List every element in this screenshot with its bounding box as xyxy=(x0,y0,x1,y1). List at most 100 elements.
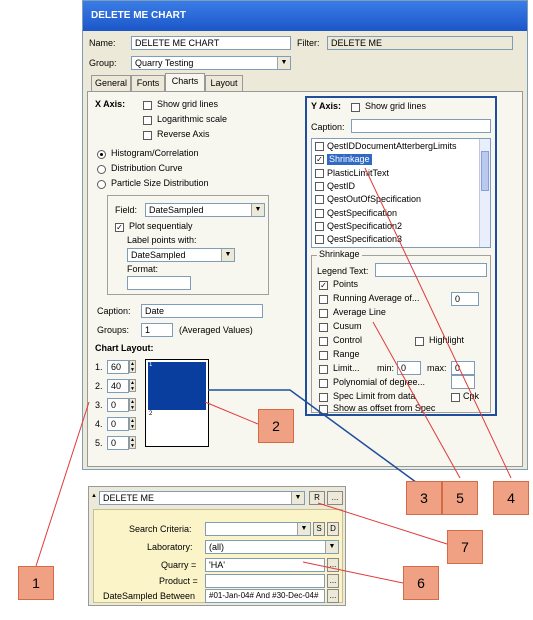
list-item[interactable]: PlasticLimitText xyxy=(312,167,490,180)
spinner-icon[interactable]: ▲▼ xyxy=(129,398,136,411)
cusum-checkbox[interactable] xyxy=(319,323,328,332)
layout-row-input[interactable]: 0 xyxy=(107,436,129,450)
limit-checkbox[interactable] xyxy=(319,365,328,374)
list-item-checkbox[interactable] xyxy=(315,208,324,218)
scrollbar-thumb[interactable] xyxy=(481,151,489,191)
layout-row-input[interactable]: 0 xyxy=(107,417,129,431)
distribution-radio[interactable] xyxy=(97,165,106,174)
psd-radio[interactable] xyxy=(97,180,106,189)
list-item[interactable]: QestSpecification xyxy=(312,207,490,220)
group-select[interactable]: Quarry Testing ▼ xyxy=(131,56,291,70)
highlight-checkbox[interactable] xyxy=(415,337,424,346)
control-checkbox[interactable] xyxy=(319,337,328,346)
search-criteria-label: Search Criteria: xyxy=(129,524,192,534)
list-item-checkbox[interactable] xyxy=(315,235,324,245)
tab-general[interactable]: General xyxy=(91,75,131,91)
layout-row-number: 3. xyxy=(95,400,103,410)
preview-chart-2: 2 xyxy=(148,411,206,444)
chevron-down-icon[interactable]: ▼ xyxy=(221,249,234,261)
spinner-icon[interactable]: ▲▼ xyxy=(129,417,136,430)
more-button[interactable]: ... xyxy=(327,491,343,505)
field-select[interactable]: DateSampled ▼ xyxy=(145,203,265,217)
points-checkbox[interactable]: ✓ xyxy=(319,281,328,290)
chevron-down-icon[interactable]: ▼ xyxy=(325,541,338,553)
x-axis-heading: X Axis: xyxy=(95,99,126,109)
field-group xyxy=(107,195,269,295)
list-item[interactable]: ✓Shrinkage xyxy=(312,153,490,166)
filter-panel: ▲ DELETE ME ▼ R ... Search Criteria: ▼ S… xyxy=(88,486,346,606)
collapse-icon[interactable]: ▲ xyxy=(91,493,97,499)
legend-input[interactable] xyxy=(375,263,487,277)
layout-row-input[interactable]: 0 xyxy=(107,398,129,412)
histogram-radio[interactable] xyxy=(97,150,106,159)
list-item[interactable]: QestOutOfSpecification xyxy=(312,193,490,206)
y-show-grid-checkbox[interactable] xyxy=(351,103,360,112)
layout-row-input[interactable]: 40 xyxy=(107,379,129,393)
list-item[interactable]: QestIDDocumentAtterbergLimits xyxy=(312,140,490,153)
list-item[interactable]: QestID xyxy=(312,180,490,193)
range-checkbox[interactable] xyxy=(319,351,328,360)
list-item[interactable]: QestSpecification2 xyxy=(312,220,490,233)
show-grid-checkbox[interactable] xyxy=(143,101,152,110)
groups-input[interactable]: 1 xyxy=(141,323,173,337)
spinner-icon[interactable]: ▲▼ xyxy=(129,379,136,392)
list-item-checkbox[interactable] xyxy=(315,142,324,151)
laboratory-select[interactable]: (all) ▼ xyxy=(205,540,339,554)
product-more-button[interactable]: ... xyxy=(327,574,339,588)
chevron-down-icon[interactable]: ▼ xyxy=(297,523,310,535)
cpk-checkbox[interactable] xyxy=(451,393,460,402)
date-input[interactable]: #01-Jan-04# And #30-Dec-04# xyxy=(205,589,325,603)
field-value: DateSampled xyxy=(149,205,204,215)
callout-5: 5 xyxy=(442,481,478,515)
spinner-icon[interactable]: ▲▼ xyxy=(129,436,136,449)
callout-line-2 xyxy=(204,401,259,425)
list-item-checkbox[interactable] xyxy=(315,181,324,191)
tab-layout[interactable]: Layout xyxy=(205,75,243,91)
offset-checkbox[interactable] xyxy=(319,405,328,414)
product-input[interactable] xyxy=(205,574,325,588)
quarry-input[interactable]: 'HA' xyxy=(205,558,325,572)
chevron-down-icon[interactable]: ▼ xyxy=(251,204,264,216)
filter-select[interactable]: DELETE ME ▼ xyxy=(99,491,305,505)
plot-seq-checkbox[interactable]: ✓ xyxy=(115,223,124,232)
x-caption-input[interactable]: Date xyxy=(141,304,263,318)
list-item-checkbox[interactable] xyxy=(315,168,324,178)
r-button[interactable]: R xyxy=(309,491,325,505)
list-item-checkbox[interactable]: ✓ xyxy=(315,155,324,165)
chevron-down-icon[interactable]: ▼ xyxy=(277,57,290,69)
callout-line-4 xyxy=(364,167,512,479)
date-more-button[interactable]: ... xyxy=(327,589,339,603)
running-avg-input[interactable]: 0 xyxy=(451,292,479,306)
spec-limit-checkbox[interactable] xyxy=(319,393,328,402)
chevron-down-icon[interactable]: ▼ xyxy=(291,492,304,504)
y-caption-input[interactable] xyxy=(351,119,491,133)
average-line-checkbox[interactable] xyxy=(319,309,328,318)
layout-row-input[interactable]: 60 xyxy=(107,360,129,374)
format-input[interactable] xyxy=(127,276,191,290)
reverse-axis-checkbox[interactable] xyxy=(143,131,152,140)
filter-input[interactable]: DELETE ME xyxy=(327,36,513,50)
series-group-title: Shrinkage xyxy=(317,249,362,260)
chart-layout-heading: Chart Layout: xyxy=(95,343,154,353)
list-item[interactable]: QestSpecification3 xyxy=(312,233,490,246)
log-scale-checkbox[interactable] xyxy=(143,116,152,125)
tab-charts[interactable]: Charts xyxy=(165,73,205,92)
format-label: Format: xyxy=(127,264,159,274)
name-input[interactable]: DELETE ME CHART xyxy=(131,36,291,50)
scrollbar[interactable] xyxy=(479,139,490,247)
list-item-checkbox[interactable] xyxy=(315,195,324,205)
tab-fonts[interactable]: Fonts xyxy=(131,75,165,91)
polynomial-checkbox[interactable] xyxy=(319,379,328,388)
min-input[interactable]: 0 xyxy=(397,361,421,375)
s-button[interactable]: S xyxy=(313,522,325,536)
list-item-checkbox[interactable] xyxy=(315,221,324,231)
group-label: Group: xyxy=(89,58,117,68)
spinner-icon[interactable]: ▲▼ xyxy=(129,360,136,373)
running-avg-checkbox[interactable] xyxy=(319,295,328,304)
label-points-select[interactable]: DateSampled ▼ xyxy=(127,248,235,262)
search-criteria-select[interactable]: ▼ xyxy=(205,522,311,536)
d-button[interactable]: D xyxy=(327,522,339,536)
legend-label: Legend Text: xyxy=(317,266,369,276)
